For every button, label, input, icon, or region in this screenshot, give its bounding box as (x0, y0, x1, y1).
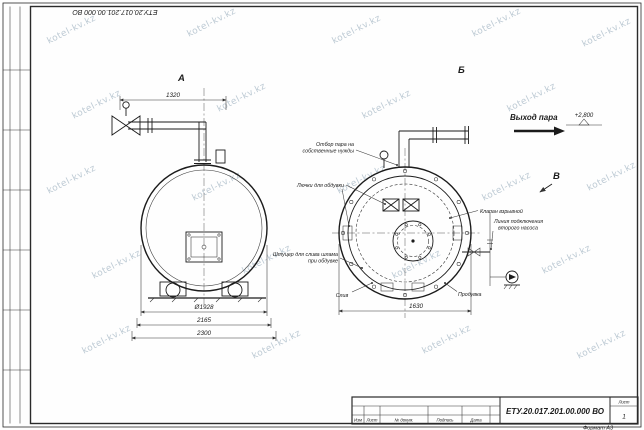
tb-col-date: Дата (469, 418, 482, 423)
blow-hatches (342, 198, 463, 292)
dimension-1320: 1320 (119, 92, 227, 110)
steam-outlet-callout: Выход пара +2,800 (510, 113, 602, 136)
svg-text:собственные нужды: собственные нужды (303, 149, 355, 155)
tb-sheet-number: 1 (622, 414, 626, 421)
annotation-steam-own-needs: Отбор пара на (316, 142, 354, 148)
dimension-1630: 1630 (338, 244, 472, 315)
annotations: Отбор пара на собственные нужды Лючки дл… (273, 142, 543, 299)
svg-text:2300: 2300 (196, 330, 212, 337)
boiler-shell-front (338, 166, 472, 300)
steam-outlet-label: Выход пара (510, 113, 558, 122)
support-base (148, 281, 266, 303)
annotation-blowdown: Продувка (458, 292, 482, 298)
furnace-door (185, 231, 223, 263)
svg-text:Ø1928: Ø1928 (194, 304, 214, 311)
pump-circuit (462, 212, 520, 290)
valve-handwheel (122, 101, 130, 109)
annotation-drain: Слив (336, 293, 349, 299)
steam-piping (111, 101, 226, 164)
dimension-2300: 2300 (131, 330, 277, 341)
view-a-label: А (177, 73, 185, 84)
svg-text:1630: 1630 (409, 303, 424, 310)
tb-col-doc: № докум. (395, 418, 414, 423)
annotation-pump-line: Линия подключения (493, 219, 543, 225)
view-v-marker: В (539, 171, 560, 193)
aux-valve (379, 150, 389, 160)
steam-direction-arrow (554, 126, 565, 136)
tb-sheet-word: Лист (617, 400, 629, 405)
safety-valve (215, 149, 226, 164)
view-b-label: Б (458, 65, 465, 76)
tb-doc-number: ЕТУ.20.017.201.00.000 ВО (506, 407, 605, 416)
format-label: Формат А3 (583, 426, 614, 430)
annotation-explosion-valve: Клапан взрывной (480, 208, 523, 215)
view-v-label: В (553, 171, 560, 182)
elevation-mark (578, 118, 590, 126)
tb-col-izm: Изм (354, 418, 362, 423)
title-block: Изм Лист № докум. Подпись Дата ЕТУ.20.01… (351, 396, 639, 425)
front-view-b: Б (273, 65, 560, 318)
boiler-shell-side (140, 164, 268, 292)
elevation-label: +2,800 (575, 113, 594, 119)
pump (505, 270, 519, 284)
svg-text:при обдувке: при обдувке (308, 259, 338, 265)
inverted-doc-code: ЕТУ.20.017.201.00.000 ВО (72, 8, 158, 15)
annotation-sludge-fitting: Штуцер для слива шлама (273, 252, 338, 258)
svg-text:второго насоса: второго насоса (498, 226, 538, 232)
annotation-hatches: Лючки для обдувки (296, 183, 344, 189)
dimension-1928: Ø1928 (140, 245, 268, 316)
svg-text:2165: 2165 (196, 317, 212, 324)
tb-col-sign: Подпись (436, 418, 454, 423)
side-view-a: А 1320 (111, 73, 277, 341)
steam-outlet-pipe (379, 126, 469, 168)
svg-text:1320: 1320 (166, 92, 181, 99)
manhole (392, 220, 434, 262)
dimension-2165: 2165 (136, 317, 272, 328)
flange-bolts (341, 169, 469, 297)
tb-col-list: Лист (365, 418, 377, 423)
